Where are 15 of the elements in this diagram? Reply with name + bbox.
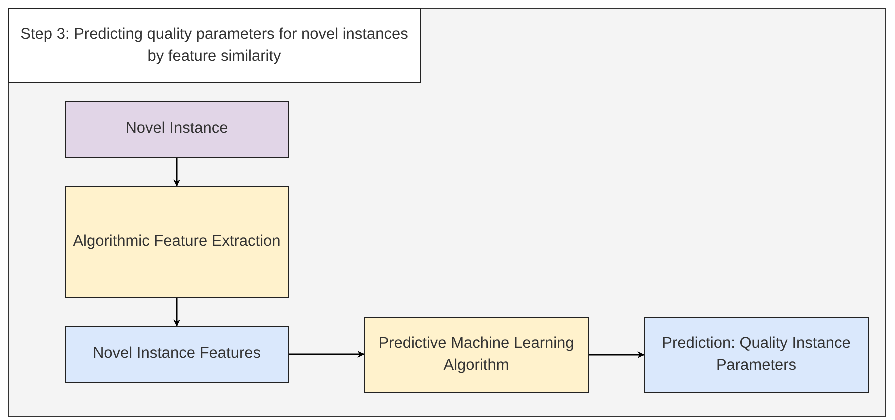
box-label: Predictive Machine Learning Algorithm <box>378 334 576 376</box>
process-box <box>65 101 289 158</box>
box-label: Novel Instance <box>126 119 228 140</box>
diagram-title: Step 3: Predicting quality parameters for novel instances by feature similarity <box>8 8 421 83</box>
box-label: Algorithmic Feature Extraction <box>73 232 281 252</box>
process-box <box>65 186 289 298</box>
process-box <box>364 317 589 393</box>
arrow <box>589 352 645 358</box>
arrow <box>289 351 365 358</box>
process-box <box>65 326 289 383</box>
arrow <box>174 158 180 187</box>
arrow <box>174 298 180 327</box>
box-label: Prediction: Quality Instance Parameters <box>661 334 852 376</box>
process-box <box>644 317 869 393</box>
box-label: Novel Instance Features <box>92 344 261 364</box>
